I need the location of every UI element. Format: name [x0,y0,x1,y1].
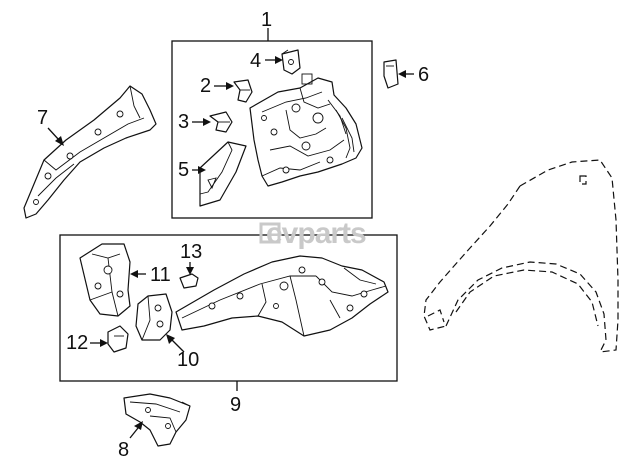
callout-8: 8 [118,439,129,461]
part-3-bracket[interactable] [209,111,233,133]
arrow-10 [166,334,175,344]
arrow-13 [186,267,194,275]
callout-7: 7 [37,107,48,129]
part-5-reinforcement[interactable] [199,141,247,207]
callout-13: 13 [180,241,202,263]
part-7-upper-rail[interactable] [23,85,157,219]
callout-2: 2 [200,75,211,97]
watermark-text: evparts [266,217,366,250]
callout-9: 9 [230,394,241,416]
part-13-clip[interactable] [179,273,199,289]
part-4-bracket[interactable] [281,49,301,75]
part-2-bracket[interactable] [233,79,253,103]
arrow-4 [275,56,283,64]
arrow-7 [55,136,64,146]
watermark: evparts [259,217,367,250]
part-6-clip[interactable] [383,59,399,89]
callout-3: 3 [178,111,189,133]
callout-1: 1 [261,9,272,31]
callout-12: 12 [66,332,88,354]
callout-6: 6 [418,64,429,86]
part-10-bracket[interactable] [135,293,173,341]
arrow-12 [100,339,108,347]
callout-5: 5 [178,159,189,181]
part-8-extension[interactable] [123,393,191,447]
arrow-11 [130,270,138,278]
group-box-upper [171,40,373,219]
group-box-lower [59,234,398,382]
fender-outline [423,159,619,353]
callout-10: 10 [177,349,199,371]
arrow-3 [203,118,211,126]
arrow-2 [226,82,234,90]
part-lower-rail[interactable] [175,255,389,337]
arrow-6 [398,70,406,78]
callout-4: 4 [250,50,261,72]
part-12-clip[interactable] [107,325,129,353]
part-11-apron[interactable] [79,243,131,317]
callout-11: 11 [150,264,171,286]
part-wheelhouse-assembly[interactable] [249,73,363,187]
arrow-8 [134,421,143,430]
arrow-5 [198,166,206,174]
